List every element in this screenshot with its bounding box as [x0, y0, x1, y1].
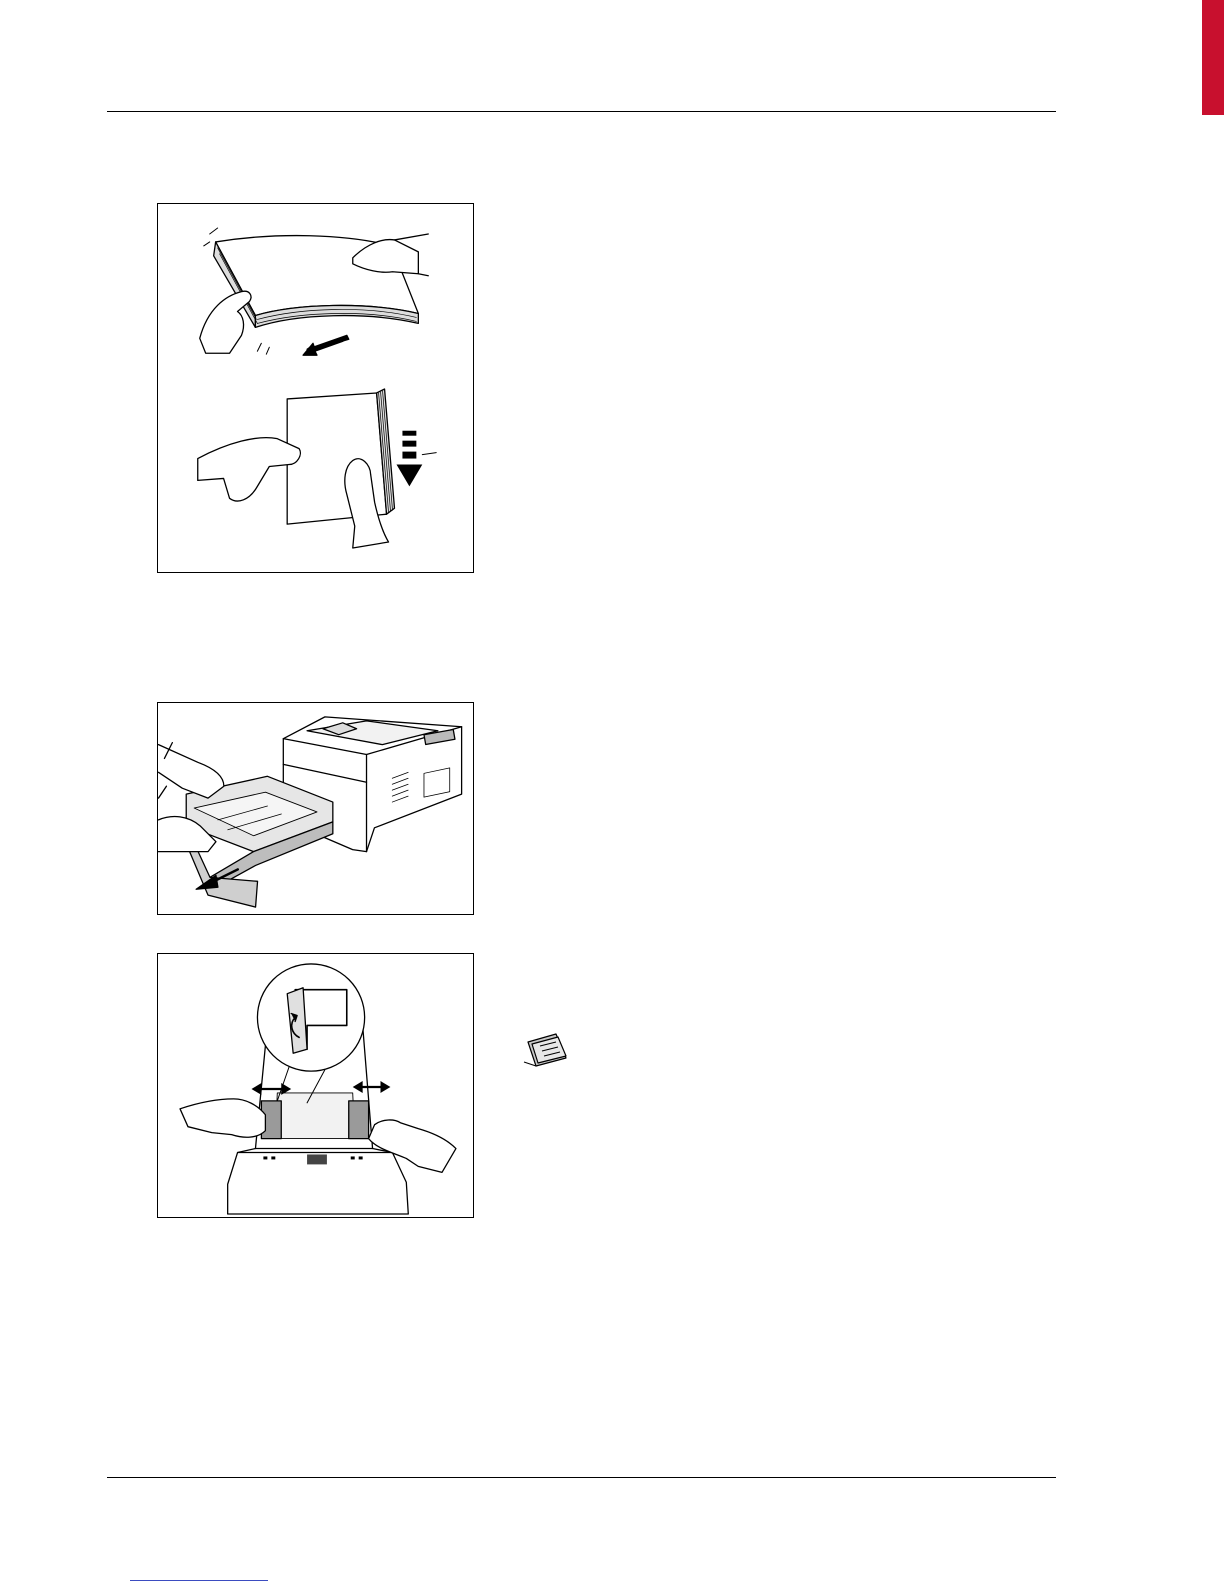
fan-and-align-paper-illustration: [157, 203, 474, 573]
footer-rule: [107, 1477, 1056, 1478]
pull-out-cassette-illustration: [157, 702, 474, 915]
footer-link[interactable]: [130, 1566, 268, 1581]
section-edge-tab: [1202, 0, 1224, 115]
header-rule: [107, 111, 1056, 112]
note-icon: [522, 1032, 572, 1068]
adjust-width-guides-illustration: [157, 953, 474, 1218]
